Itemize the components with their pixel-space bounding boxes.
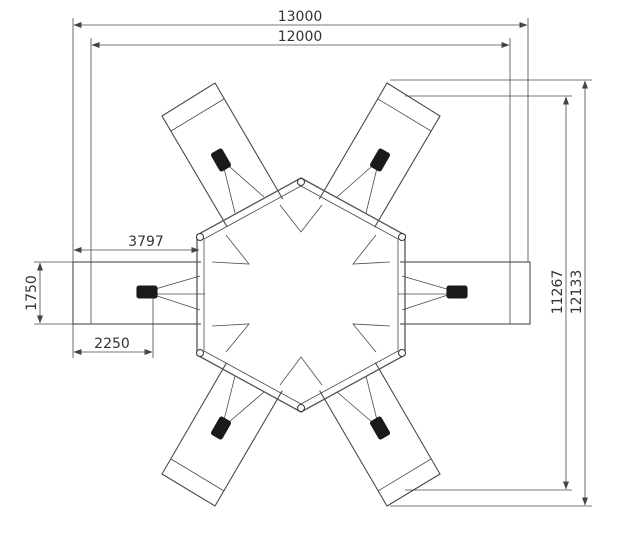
ramp-lower-left-end <box>170 458 225 492</box>
dim-outer-width: 13000 <box>278 9 323 25</box>
ramp-upper-left-end <box>170 98 225 132</box>
cylinder-upper-right <box>369 148 391 172</box>
dim-ramp-length: 2250 <box>94 336 130 352</box>
frame-pin-top <box>297 178 305 186</box>
cylinder-left <box>136 285 158 299</box>
dim-outer-height: 12133 <box>569 270 585 315</box>
dim-inner-height: 11267 <box>550 270 566 315</box>
dim-inner-width: 12000 <box>278 29 323 45</box>
cylinder-right <box>446 285 468 299</box>
frame-pin-upper-right <box>398 233 406 241</box>
frame-pin-bottom <box>297 404 305 412</box>
cylinder-upper-left <box>210 148 232 172</box>
frame-pin-upper-left <box>196 233 204 241</box>
center-area <box>201 190 400 400</box>
frame-pin-lower-left <box>196 349 204 357</box>
cylinders <box>136 148 468 440</box>
dim-ramp-width: 1750 <box>24 275 40 311</box>
ramp-lower-right-end <box>377 458 432 492</box>
hexagon-frame <box>196 177 406 413</box>
frame-pin-lower-right <box>398 349 406 357</box>
cylinder-lower-left <box>210 416 232 440</box>
dimensions: 13000 12000 3797 1750 2250 11267 12133 <box>24 9 592 507</box>
dim-ramp-inset: 3797 <box>128 234 164 250</box>
ramp-upper-right-end <box>377 98 432 132</box>
cylinder-lower-right <box>369 416 391 440</box>
ramp-notches <box>211 204 391 386</box>
